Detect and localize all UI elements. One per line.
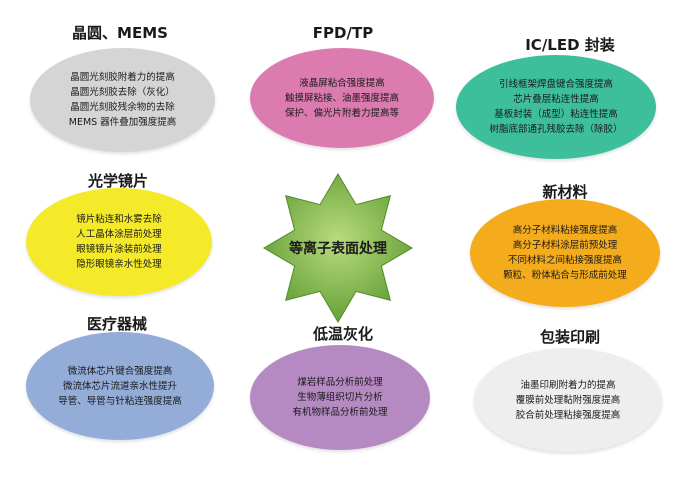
item-newmat-1: 高分子材料粘接强度提高 [512, 225, 618, 236]
item-printing-3: 胶合前处理粘接强度提高 [515, 409, 621, 421]
item-fpd-2: 触摸屏粘接、油墨强度提高 [284, 92, 399, 104]
ellipse-printing: 油墨印刷附着力的提高 覆膜前处理黏附强度提高 胶合前处理粘接强度提高 [474, 348, 662, 452]
item-medical-3: 导管、导管与针粘连强度提高 [58, 395, 182, 407]
star-shape [263, 173, 413, 323]
ellipse-medical: 微流体芯片键合强度提高 微流体芯片流道亲水性提升 导管、导管与针粘连强度提高 [26, 332, 214, 440]
ellipse-ashing: 煤岩样品分析前处理 生物薄组织切片分析 有机物样品分析前处理 [250, 345, 430, 450]
title-ic-led: IC/LED 封装 [525, 36, 615, 54]
item-newmat-2: 高分子材料涂层前预处理 [512, 240, 618, 251]
item-icled-3: 基板封装（成型）粘连性提高 [494, 109, 618, 120]
title-fpd-tp: FPD/TP [312, 24, 374, 42]
item-ashing-1: 煤岩样品分析前处理 [297, 377, 383, 388]
item-icled-4: 树脂底部通孔残胶去除（除胶） [489, 124, 623, 135]
item-ashing-2: 生物薄组织切片分析 [297, 392, 383, 403]
title-ashing: 低温灰化 [312, 325, 374, 343]
ellipse-new-materials: 高分子材料粘接强度提高 高分子材料涂层前预处理 不同材料之间粘接强度提高 颗粒、… [470, 199, 660, 307]
item-newmat-4: 颗粒、粉体粘合与形成前处理 [503, 270, 627, 281]
item-optics-4: 隐形眼镜亲水性处理 [76, 259, 162, 270]
item-wafer-1: 晶圆光刻胶附着力的提高 [70, 72, 175, 83]
item-printing-1: 油墨印刷附着力的提高 [520, 379, 616, 391]
item-wafer-2: 晶圆光刻胶去除（灰化） [70, 87, 175, 98]
item-icled-2: 芯片叠层粘连性提高 [513, 94, 599, 105]
ellipse-optics: 镜片粘连和水雾去除 人工晶体涂层前处理 眼镜镜片涂装前处理 隐形眼镜亲水性处理 [26, 188, 212, 296]
center-star: 等离子表面处理 [262, 172, 414, 324]
center-label: 等离子表面处理 [289, 241, 387, 257]
item-newmat-3: 不同材料之间粘接强度提高 [507, 255, 622, 266]
title-medical: 医疗器械 [86, 315, 148, 333]
ellipse-ic-led: 引线框架焊盘键合强度提高 芯片叠层粘连性提高 基板封装（成型）粘连性提高 树脂底… [456, 55, 656, 159]
item-optics-1: 镜片粘连和水雾去除 [76, 214, 162, 225]
item-wafer-3: 晶圆光刻胶残余物的去除 [70, 102, 175, 113]
item-optics-3: 眼镜镜片涂装前处理 [76, 244, 162, 255]
item-wafer-4: MEMS 器件叠加强度提高 [68, 117, 177, 128]
item-fpd-1: 液晶屏粘合强度提高 [299, 77, 385, 89]
title-optics: 光学镜片 [87, 172, 149, 190]
item-printing-2: 覆膜前处理黏附强度提高 [515, 394, 621, 406]
item-medical-2: 微流体芯片流道亲水性提升 [62, 380, 177, 392]
item-medical-1: 微流体芯片键合强度提高 [67, 365, 173, 377]
title-new-materials: 新材料 [542, 183, 588, 201]
title-printing: 包装印刷 [539, 328, 601, 346]
item-optics-2: 人工晶体涂层前处理 [76, 229, 162, 240]
item-icled-1: 引线框架焊盘键合强度提高 [498, 79, 613, 90]
ellipse-fpd-tp: 液晶屏粘合强度提高 触摸屏粘接、油墨强度提高 保护、偏光片附着力提高等 [250, 48, 434, 148]
item-fpd-3: 保护、偏光片附着力提高等 [284, 107, 399, 119]
title-wafer-mems: 晶圆、MEMS [72, 24, 168, 42]
item-ashing-3: 有机物样品分析前处理 [292, 407, 388, 418]
ellipse-wafer-mems: 晶圆光刻胶附着力的提高 晶圆光刻胶去除（灰化） 晶圆光刻胶残余物的去除 MEMS… [30, 48, 215, 152]
